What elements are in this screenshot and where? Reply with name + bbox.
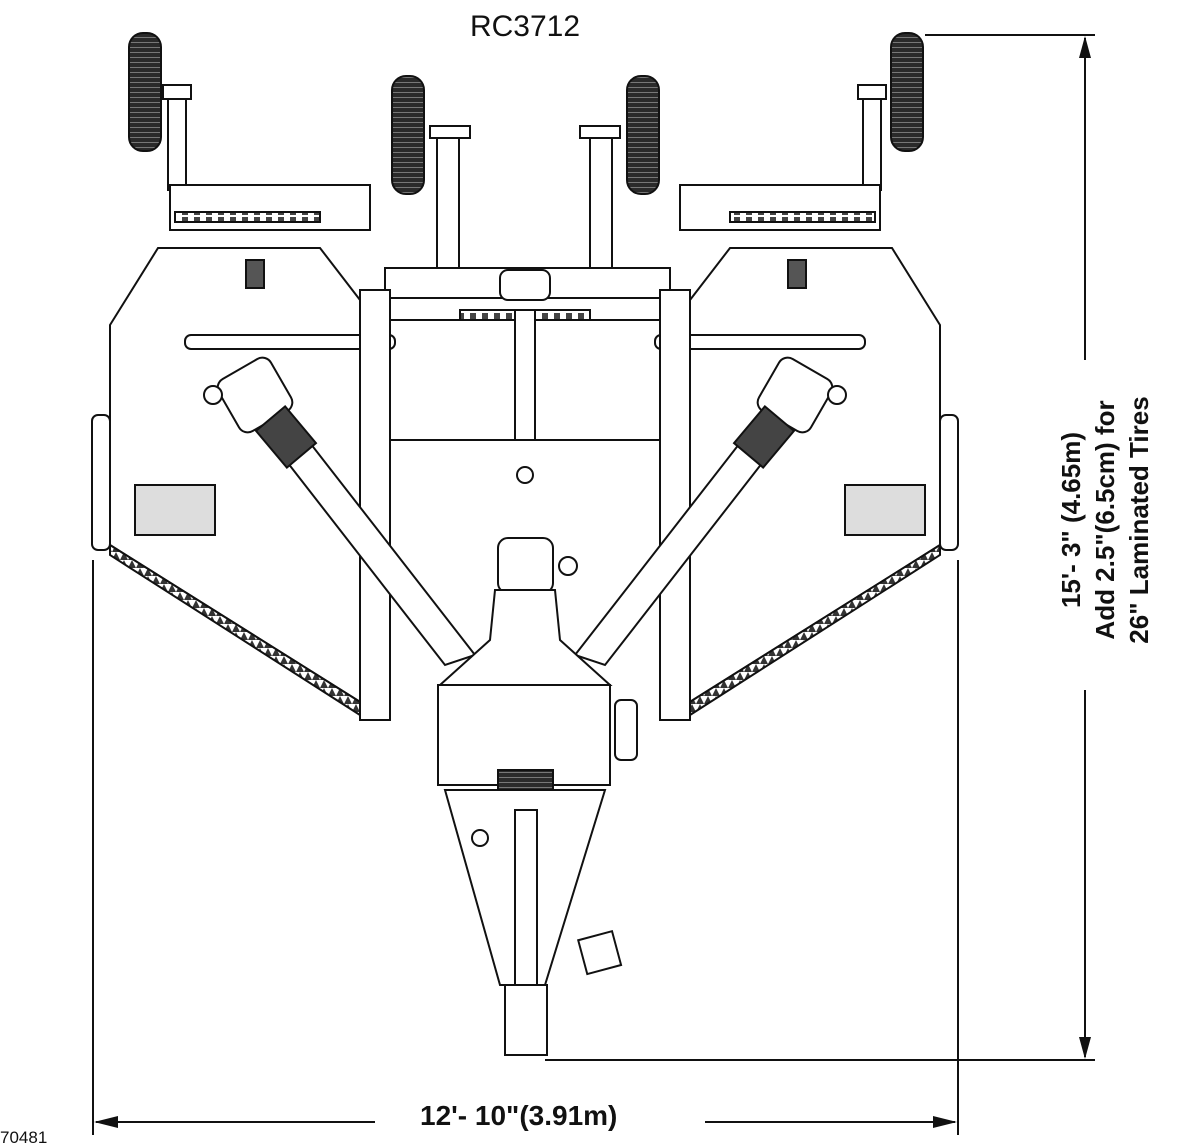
model-title: RC3712 xyxy=(469,10,581,43)
drive-shafts xyxy=(254,404,796,667)
part-number: 70481 xyxy=(0,1128,48,1147)
laminated-tire-note-1: Add 2.5"(6.5cm) for xyxy=(1090,400,1120,640)
overall-width-dimension: 12'- 10"(3.91m) xyxy=(420,1100,618,1131)
length-value: 15'- 3" (4.65m) xyxy=(1056,431,1086,609)
wheel-assemblies xyxy=(162,84,887,271)
mower-decks xyxy=(91,247,959,717)
center-frame xyxy=(359,269,691,721)
tire-icons xyxy=(128,32,924,195)
laminated-tire-note-2: 26" Laminated Tires xyxy=(1124,396,1154,644)
dimension-arrowheads xyxy=(94,36,1091,1128)
dimension-lines xyxy=(92,34,1095,1135)
hitch-and-tongue xyxy=(437,589,638,1056)
rear-rails xyxy=(169,184,881,321)
tire-icon xyxy=(626,75,660,195)
tire-icon xyxy=(890,32,924,152)
gearboxes xyxy=(203,356,847,594)
tire-icon xyxy=(128,32,162,152)
tire-icon xyxy=(391,75,425,195)
